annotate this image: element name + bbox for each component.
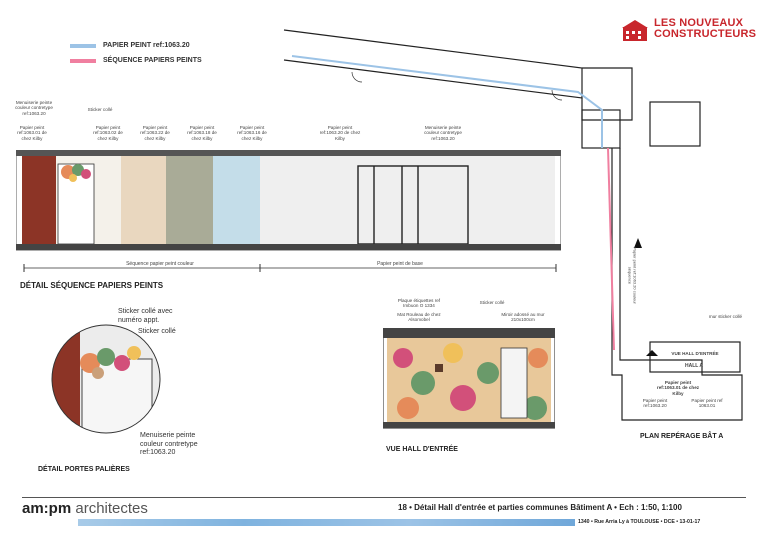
dim-label-color: Séquence papier peint couleur bbox=[126, 261, 194, 267]
panel-base bbox=[260, 156, 555, 244]
plan-pp-kilby: Papier peint ref:1063.01 de chez Kilby bbox=[656, 380, 700, 396]
panel-blue bbox=[213, 156, 260, 244]
porte-circle-detail bbox=[51, 324, 161, 434]
legend-label-sequence: SÉQUENCE PAPIERS PEINTS bbox=[103, 57, 202, 64]
hall-elevation bbox=[383, 328, 555, 429]
footer-sub: 1340 • Rue Arria Ly à TOULOUSE • DCE • 1… bbox=[578, 519, 701, 525]
hall-note-mat: Mat Rouleau de chez Alsomobel bbox=[397, 312, 441, 323]
porte-callout-numero: Sticker collé avec numéro appt. bbox=[118, 308, 173, 324]
legend-swatch-sequence bbox=[70, 59, 96, 63]
plan-hall-label: HALL A bbox=[684, 363, 704, 369]
seq-label-1063-18: Papier peint ref:1063.18 de chez Kilby bbox=[187, 125, 217, 141]
panel-sage bbox=[166, 156, 213, 244]
logo-building-icon bbox=[622, 20, 648, 41]
logo-line2: CONSTRUCTEURS bbox=[654, 28, 757, 40]
plan-pp-1063-20: Papier peint ref:1063.20 bbox=[642, 398, 668, 409]
seq-label-sticker: Sticker collé bbox=[87, 107, 113, 112]
footer-firm-a: am:pm bbox=[22, 500, 72, 517]
porte-callout-sticker: Sticker collé bbox=[138, 328, 176, 335]
hall-note-sticker: Sticker collé bbox=[479, 300, 505, 305]
seq-label-1063-16: Papier peint ref:1063.16 de chez Kilby bbox=[237, 125, 267, 141]
dim-label-base: Papier peint de base bbox=[377, 261, 423, 267]
logo-line1: LES NOUVEAUX bbox=[654, 17, 744, 29]
footer-title: 18 • Détail Hall d'entrée et parties com… bbox=[398, 503, 682, 512]
legend-label-papier-peint: PAPIER PEINT ref:1063.20 bbox=[103, 42, 190, 49]
logo: LES NOUVEAUX CONSTRUCTEURS bbox=[622, 17, 756, 44]
panel-terracotta bbox=[22, 156, 56, 244]
seq-label-1063-20: Papier peint ref:1063.20 de chez Kilby bbox=[319, 125, 361, 141]
seq-label-1063-22: Papier peint ref:1063.22 de chez Kilby bbox=[140, 125, 170, 141]
door-left bbox=[57, 163, 95, 245]
hall-title: VUE HALL D'ENTRÉE bbox=[386, 446, 458, 453]
seq-label-1063-02: Papier peint ref:1063.02 de chez Kilby bbox=[93, 125, 123, 141]
legend-swatch-papier-peint bbox=[70, 44, 96, 48]
plan-title: PLAN REPÉRAGE BÂT A bbox=[640, 433, 724, 440]
dimension-line bbox=[23, 264, 557, 272]
porte-title: DÉTAIL PORTES PALIÈRES bbox=[38, 466, 130, 473]
hall-note-plaque: Plaque étiquettes ref Imbuon O 1334 bbox=[397, 298, 441, 309]
footer-firm: am:pm architectes bbox=[22, 500, 148, 517]
plan-repérage bbox=[283, 29, 743, 421]
hall-note-miroir: Miroir adossé au mur 210x100cm bbox=[501, 312, 545, 323]
porte-callout-menuiserie: Menuiserie peinte couleur contretype ref… bbox=[140, 432, 198, 456]
footer-divider bbox=[22, 497, 746, 498]
plan-vue-label: VUE HALL D'ENTRÉE bbox=[671, 351, 719, 356]
footer-stripe bbox=[78, 519, 575, 526]
plan-pp-1063-01: Papier peint ref 1063.01 bbox=[691, 398, 723, 409]
sequence-title: DÉTAIL SÉQUENCE PAPIERS PEINTS bbox=[20, 281, 164, 290]
seq-label-menuiserie-2: Menuiserie peinte couleur contretype ref… bbox=[424, 125, 462, 141]
seq-label-1063-01: Papier peint ref:1063.01 de chez Kilby bbox=[17, 125, 47, 141]
seq-label-menuiserie: Menuiserie peinte couleur contretype ref… bbox=[15, 100, 53, 116]
sequence-elevation bbox=[16, 150, 561, 251]
plan-sticker-label: mur sticker collé bbox=[708, 314, 743, 319]
plan-corridor-label: Papier peint ref:1063.20 couleur séquenc… bbox=[627, 246, 638, 304]
footer-firm-b: architectes bbox=[71, 500, 148, 517]
